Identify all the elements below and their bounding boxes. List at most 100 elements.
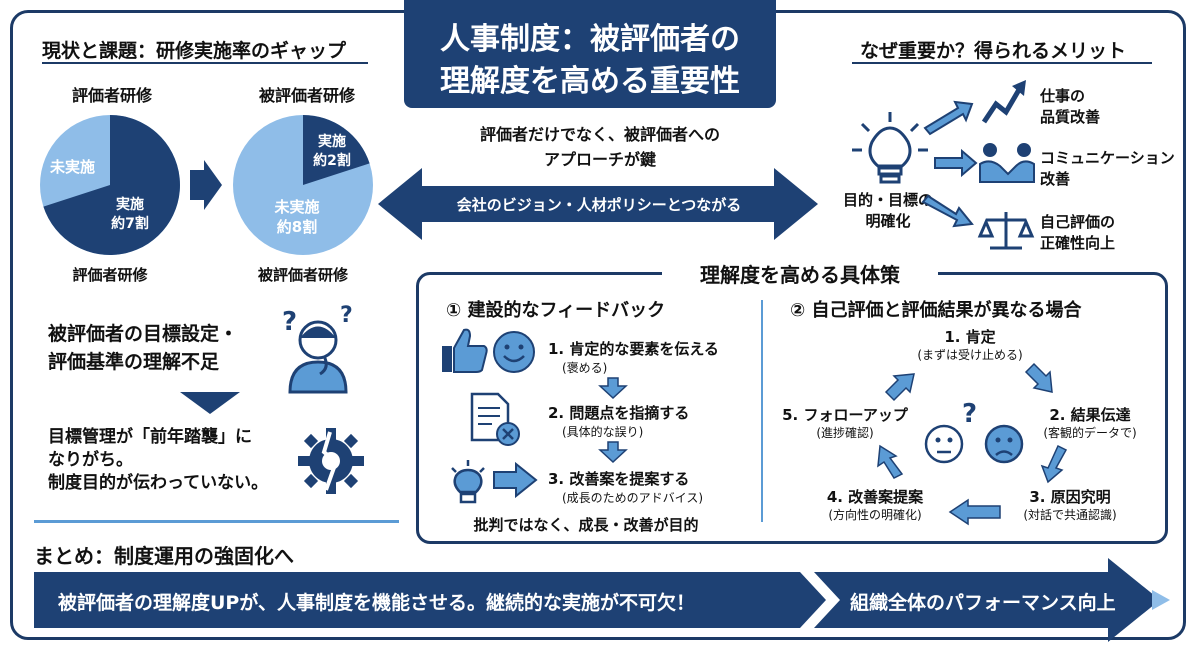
left-divider	[34, 520, 399, 523]
cycle-arrow-3-4	[948, 498, 1001, 526]
issue-line-2: 評価基準の理解不足	[48, 351, 220, 373]
benefit-1: 仕事の 品質改善	[1040, 86, 1100, 128]
cycle-step-5-sub: (進捗確認)	[816, 426, 874, 440]
result-text: 目標管理が「前年踏襲」に なりがち。 制度目的が伝わっていない。	[48, 426, 268, 495]
result-line-3: 制度目的が伝わっていない。	[48, 473, 269, 493]
feedback-icons-1	[442, 328, 535, 373]
summary-main-text: 被評価者の理解度UPが、人事制度を機能させる。継続的な実施が不可欠！	[58, 592, 695, 614]
measures-heading: 理解度を高める具体策	[662, 259, 938, 288]
pie-a-done-slice	[43, 115, 180, 255]
smiley-icon	[493, 331, 535, 373]
double-arrow	[378, 168, 818, 240]
thumbs-up-icon	[442, 328, 488, 373]
feedback-step-2-title: 2. 問題点を指摘する	[548, 404, 690, 422]
benefit-2-line-2: 改善	[1040, 170, 1071, 188]
cycle-step-1-title: 1. 肯定	[944, 328, 996, 346]
pie-charts	[40, 115, 373, 255]
document-error-icon	[470, 392, 520, 446]
pie-b-bottom-label: 被評価者研修	[257, 266, 348, 284]
benefit-1-line-2: 品質改善	[1040, 108, 1101, 126]
feedback-step-arrows	[598, 377, 628, 464]
source-line-2: 明確化	[865, 212, 911, 230]
feedback-step-1-sub: (褒める)	[562, 361, 608, 375]
feedback-heading: ① 建設的なフィードバック	[446, 300, 666, 321]
result-line-1: 目標管理が「前年踏襲」に	[48, 427, 252, 447]
title-line-2: 理解度を高める重要性	[440, 64, 740, 99]
lightbulb-icon	[852, 112, 928, 184]
benefit-3: 自己評価の 正確性向上	[1040, 212, 1115, 254]
pie-a-bottom-label: 評価者研修	[72, 266, 148, 284]
cycle-step-4-sub: (方向性の明確化)	[828, 508, 922, 522]
confused-person-icon: ? ?	[282, 303, 353, 394]
handshake-icon	[979, 143, 1035, 183]
title-banner: 人事制度：被評価者の 理解度を高める重要性	[404, 0, 776, 108]
source-line-1: 目的・目標の	[842, 191, 933, 209]
feedback-step-1-title: 1. 肯定的な要素を伝える	[548, 340, 719, 358]
benefit-arrow-3	[921, 194, 974, 228]
cycle-step-4-title: 4. 改善案提案	[826, 488, 924, 506]
question-mark-icon: ?	[962, 399, 977, 429]
feedback-step-2-sub: (具体的な誤り)	[562, 425, 644, 439]
step-down-arrow-1	[598, 377, 628, 400]
down-arrow-icon	[180, 392, 240, 414]
benefit-3-line-1: 自己評価の	[1040, 213, 1116, 231]
feedback-footer: 批判ではなく、成長・改善が目的	[473, 516, 699, 534]
benefit-arrow-2	[934, 148, 978, 178]
center-line-2: アプローチが鍵	[543, 150, 656, 169]
pie-arrow-icon	[190, 160, 222, 210]
svg-text:?: ?	[340, 303, 353, 328]
pie-b-done-label: 実施	[318, 134, 346, 150]
benefit-2: コミュニケーション 改善	[1040, 148, 1175, 190]
summary-arrow-tip-icon	[1152, 590, 1170, 610]
cycle-step-5-title: 5. フォローアップ	[782, 406, 908, 424]
benefit-3-line-2: 正確性向上	[1040, 234, 1116, 252]
benefit-source: 目的・目標の 明確化	[828, 190, 948, 232]
pie-b-undone-value: 約8割	[276, 218, 318, 236]
feedback-step-3-title: 3. 改善案を提案する	[548, 470, 690, 488]
double-arrow-text: 会社のビジョン・人材ポリシーとつながる	[456, 196, 742, 214]
summary-end-text: 組織全体のパフォーマンス向上	[850, 592, 1116, 614]
benefit-1-line-1: 仕事の	[1040, 87, 1086, 105]
idea-bulb-icon	[451, 460, 485, 504]
summary-arrow-main	[34, 572, 826, 628]
cycle-step-3-title: 3. 原因究明	[1029, 488, 1111, 506]
summary-heading: まとめ：制度運用の強固化へ	[34, 544, 294, 568]
center-key-text: 評価者だけでなく、被評価者への アプローチが鍵	[420, 122, 780, 172]
pie-b-undone-label: 未実施	[274, 198, 320, 216]
pie-a-done-label: 実施	[116, 197, 144, 213]
right-heading: なぜ重要か？得られるメリット	[852, 36, 1135, 63]
issue-text: 被評価者の目標設定・ 評価基準の理解不足	[48, 320, 238, 376]
result-line-2: なりがち。	[48, 450, 133, 470]
right-heading-underline	[852, 62, 1152, 64]
cycle-graphics: ?	[877, 362, 1068, 526]
cycle-arrow-2-3	[1040, 444, 1068, 484]
idea-arrow-icon	[493, 461, 538, 499]
title-line-1: 人事制度：被評価者の	[440, 22, 740, 57]
pie-b-top-label: 被評価者研修	[258, 86, 355, 105]
left-heading: 現状と課題：研修実施率のギャップ	[34, 36, 355, 63]
pie-a	[40, 115, 180, 255]
cycle-arrow-4-5	[877, 444, 904, 479]
scales-icon	[977, 212, 1035, 250]
benefit-arrow-1	[923, 100, 974, 136]
feedback-icons-3	[451, 460, 538, 504]
cycle-step-1-sub: (まずは受け止める)	[917, 348, 1023, 362]
cycle-step-2-sub: (客観的データで)	[1043, 426, 1137, 440]
pie-b-done-slice	[303, 115, 370, 185]
neutral-face-icon	[924, 424, 964, 464]
benefit-arrows	[921, 80, 1035, 250]
svg-text:?: ?	[282, 307, 297, 337]
trend-up-icon	[981, 80, 1026, 124]
cycle-step-3-sub: (対話で共通認識)	[1023, 508, 1117, 522]
center-line-1: 評価者だけでなく、被評価者への	[479, 125, 720, 144]
issue-line-1: 被評価者の目標設定・	[48, 323, 239, 345]
pie-a-top-label: 評価者研修	[71, 86, 152, 105]
benefit-2-line-1: コミュニケーション	[1040, 149, 1175, 167]
measures-divider	[761, 300, 763, 522]
worried-face-icon	[984, 424, 1024, 464]
feedback-step-3-sub: (成長のためのアドバイス)	[562, 491, 704, 505]
cycle-arrow-5-1	[884, 373, 915, 402]
cycle-heading: ② 自己評価と評価結果が異なる場合	[790, 300, 1082, 321]
step-down-arrow-2	[598, 441, 628, 464]
